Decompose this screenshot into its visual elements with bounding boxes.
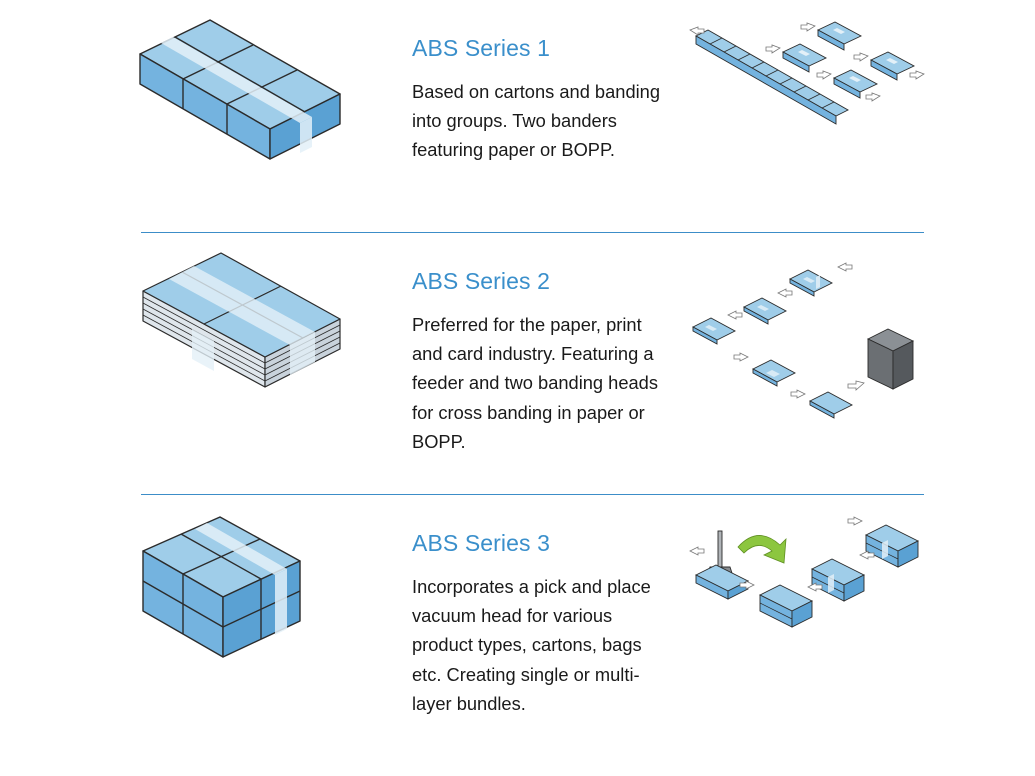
feeder-cross-banding-line-icon bbox=[692, 262, 915, 419]
series-2-section: ABS Series 2 Preferred for the paper, pr… bbox=[0, 233, 1035, 495]
series-3-description: Incorporates a pick and place vacuum hea… bbox=[412, 576, 651, 714]
multi-layer-bundle-icon bbox=[142, 516, 301, 658]
series-3-section: ABS Series 3 Incorporates a pick and pla… bbox=[0, 495, 1035, 776]
banded-carton-group-icon bbox=[139, 19, 341, 160]
series-2-description: Preferred for the paper, print and card … bbox=[412, 314, 658, 452]
series-1-description: Based on cartons and banding into groups… bbox=[412, 81, 661, 161]
series-1-title: ABS Series 1 bbox=[412, 35, 550, 61]
series-3-title: ABS Series 3 bbox=[412, 530, 550, 556]
series-2-title: ABS Series 2 bbox=[412, 268, 550, 294]
carton-banding-line-icon bbox=[689, 21, 925, 125]
pick-and-place-line-icon bbox=[689, 516, 920, 628]
section-divider bbox=[141, 232, 924, 233]
series-1-section: ABS Series 1 Based on cartons and bandin… bbox=[0, 0, 1035, 232]
cross-banded-paper-stack-icon bbox=[142, 252, 341, 388]
section-divider bbox=[141, 494, 924, 495]
